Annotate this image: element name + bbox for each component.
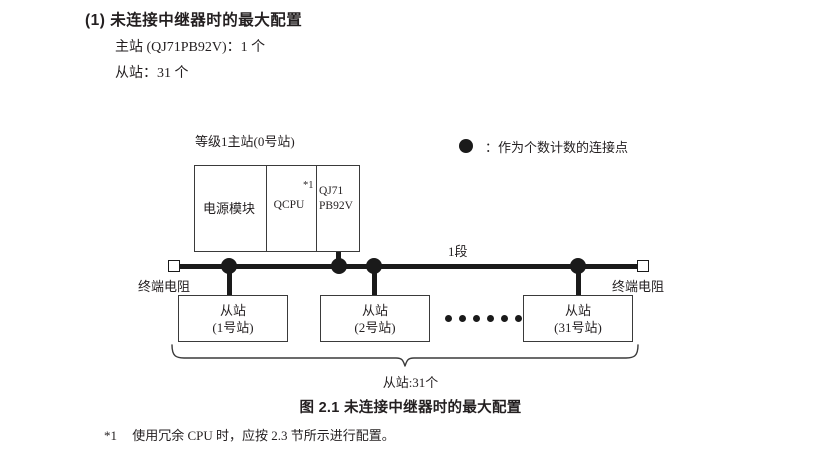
slave-range-brace — [170, 344, 640, 368]
master-station-title: 等级1主站(0号站) — [195, 134, 295, 149]
figure-caption: 图 2.1 未连接中继器时的最大配置 — [299, 400, 522, 416]
terminator-right-icon — [637, 260, 649, 272]
module-divider-2 — [316, 166, 317, 251]
slave-station-box: 从站 (1号站) — [178, 295, 288, 342]
bus-trunk-line — [175, 264, 643, 269]
qj71pb92v-label-line2: PB92V — [319, 200, 353, 212]
slave-station-count: 从站：31 个 — [115, 66, 189, 81]
slave-station-label-line1: 从站 — [564, 302, 591, 318]
slave-station-label-line1: 从站 — [219, 302, 246, 318]
legend-text: ：作为个数计数的连接点 — [485, 140, 629, 155]
slave-station-label-line2: (31号站) — [554, 319, 602, 335]
ellipsis-dots — [445, 315, 522, 322]
slave-drop-line — [226, 273, 232, 295]
section-number: (1) — [85, 12, 106, 29]
ellipsis-dot — [445, 315, 452, 322]
slave-station-label-line1: 从站 — [361, 302, 388, 318]
slave-drop-line — [371, 273, 377, 295]
module-divider-1 — [266, 166, 267, 251]
brace-icon — [171, 344, 639, 367]
filled-circle-icon — [459, 139, 473, 153]
power-supply-module-label: 电源模块 — [202, 201, 255, 216]
slave-range-brace-label: 从站:31个 — [382, 375, 439, 390]
connection-node — [331, 258, 347, 274]
ellipsis-dot — [459, 315, 466, 322]
terminator-left-label: 终端电阻 — [138, 279, 191, 294]
ellipsis-dot — [501, 315, 508, 322]
slave-station-box: 从站 (2号站) — [320, 295, 430, 342]
footnote-marker: *1 — [104, 428, 117, 443]
terminator-right-label: 终端电阻 — [612, 279, 665, 294]
footnote-text: 使用冗余 CPU 时，应按 2.3 节所示进行配置。 — [132, 428, 395, 443]
connection-node — [221, 258, 237, 274]
ellipsis-dot — [473, 315, 480, 322]
master-station-box — [194, 165, 360, 252]
section-heading: (1) 未连接中继器时的最大配置 — [85, 8, 302, 30]
footnote: *1 使用冗余 CPU 时，应按 2.3 节所示进行配置。 — [104, 425, 395, 444]
qcpu-module-label: QCPU — [273, 199, 305, 211]
section-heading-text: 未连接中继器时的最大配置 — [110, 12, 303, 29]
terminator-left-icon — [168, 260, 180, 272]
qj71pb92v-module-label: QJ71 PB92V — [319, 184, 353, 214]
slave-station-label-line2: (1号站) — [212, 319, 254, 335]
master-station-count: 主站 (QJ71PB92V)：1 个 — [115, 40, 266, 55]
slave-station-box: 从站 (31号站) — [523, 295, 633, 342]
connection-node — [366, 258, 382, 274]
slave-drop-line — [575, 273, 581, 295]
slave-station-label-line2: (2号站) — [354, 319, 396, 335]
qcpu-footnote-marker: *1 — [303, 180, 314, 191]
segment-label: 1段 — [448, 244, 468, 259]
connection-node — [570, 258, 586, 274]
ellipsis-dot — [515, 315, 522, 322]
ellipsis-dot — [487, 315, 494, 322]
qj71pb92v-label-line1: QJ71 — [319, 185, 344, 197]
